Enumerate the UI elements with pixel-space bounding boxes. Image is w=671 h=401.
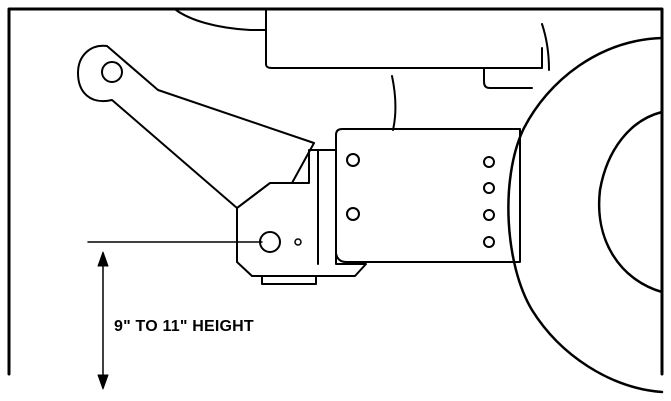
deck-curve <box>541 23 550 71</box>
rail-hole-upper <box>346 153 360 167</box>
deck-block <box>265 8 543 69</box>
rail-adjust-hole-3 <box>483 209 495 221</box>
deck-upper-left <box>175 9 267 31</box>
height-dimension-label: 9" TO 11" HEIGHT <box>114 318 254 335</box>
rear-tire-outer <box>507 36 664 394</box>
rail-hole-lower <box>346 207 360 221</box>
dimension-arrow-top <box>97 251 109 267</box>
rear-tire-inner <box>597 110 664 294</box>
deck-lower-hook <box>483 67 533 89</box>
hitch-pin-hole <box>259 231 281 253</box>
hitch-bracket <box>236 149 367 277</box>
rail-adjust-hole-1 <box>483 156 495 168</box>
hitch-bracket-base <box>261 275 317 285</box>
rail-adjust-hole-4 <box>483 236 495 248</box>
dimension-arrow-bottom <box>97 374 109 390</box>
side-rail-plate <box>335 128 521 263</box>
deck-cable <box>391 75 397 131</box>
diagram-frame <box>7 7 664 376</box>
rail-adjust-hole-2 <box>483 182 495 194</box>
hitch-small-hole <box>294 238 302 246</box>
arm-pivot-hole <box>101 61 123 83</box>
